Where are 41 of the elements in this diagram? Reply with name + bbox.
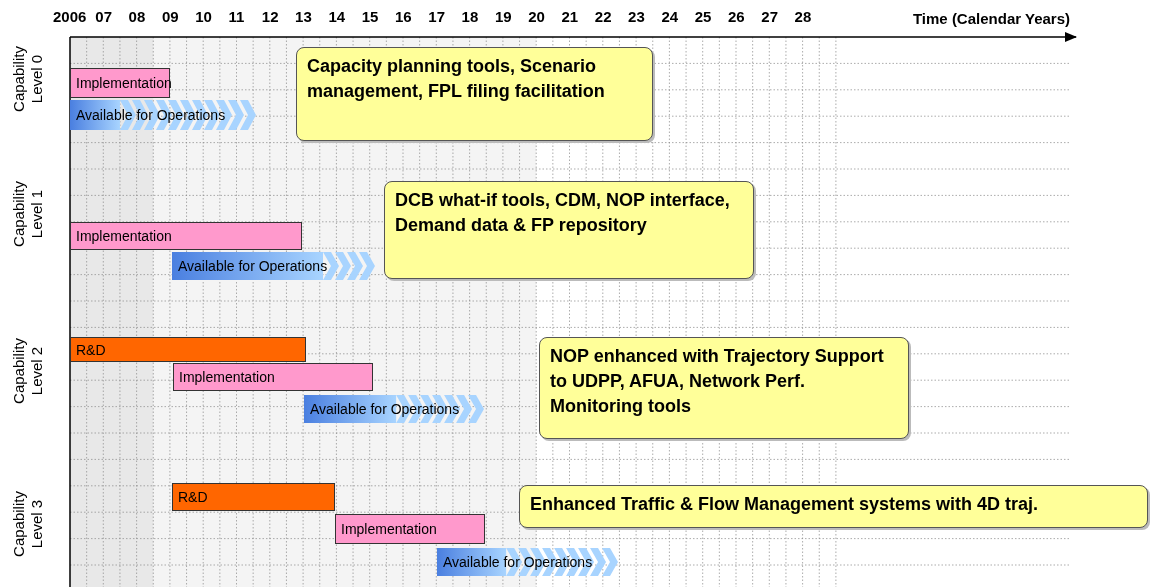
year-label: 11: [228, 8, 245, 25]
year-label: 16: [395, 8, 412, 25]
level-label: Capability Level 1: [10, 180, 46, 249]
availability-arrow-bar: Available for Operations: [437, 548, 619, 576]
year-label: 19: [494, 8, 512, 25]
availability-arrow-bar: Available for Operations: [172, 252, 376, 280]
task-bar: Implementation: [173, 363, 373, 391]
year-label: 15: [361, 8, 379, 25]
callout-box: Enhanced Traffic & Flow Management systems with 4D traj.: [519, 485, 1148, 528]
callout-box: DCB what-if tools, CDM, NOP interface, Demand data & FP repository: [384, 181, 754, 279]
year-label: 12: [261, 8, 279, 25]
year-label: 2006: [53, 8, 87, 25]
callout-box: Capacity planning tools, Scenario management, FPL filing facilitation: [296, 47, 653, 141]
callout-box: NOP enhanced with Trajectory Support to UDPP, AFUA, Network Perf. Monitoring tools: [539, 337, 909, 439]
year-label: 20: [528, 8, 545, 25]
availability-arrow-bar: Available for Operations: [304, 395, 485, 423]
year-label: 25: [694, 8, 712, 25]
year-label: 13: [295, 8, 312, 25]
year-label: 28: [794, 8, 812, 25]
task-bar: Implementation: [70, 222, 302, 250]
axis-title: Time (Calendar Years): [912, 10, 1070, 27]
year-label: 14: [328, 8, 346, 25]
year-label: 17: [428, 8, 445, 25]
year-label: 08: [128, 8, 146, 25]
year-label: 26: [728, 8, 745, 25]
task-bar: R&D: [70, 337, 306, 362]
year-label: 24: [661, 8, 679, 25]
availability-arrow-bar: Available for Operations: [70, 100, 256, 130]
year-label: 07: [95, 8, 112, 25]
year-label: 21: [561, 8, 579, 25]
task-bar: Implementation: [335, 514, 485, 544]
year-label: 23: [628, 8, 645, 25]
level-label: Capability Level 0: [10, 45, 46, 114]
year-label: 22: [594, 8, 612, 25]
year-label: 09: [161, 8, 179, 25]
year-label: 27: [761, 8, 778, 25]
year-label: 10: [195, 8, 212, 25]
level-label: Capability Level 2: [10, 337, 46, 406]
task-bar: R&D: [172, 483, 335, 511]
year-label: 18: [461, 8, 479, 25]
level-label: Capability Level 3: [10, 490, 46, 559]
